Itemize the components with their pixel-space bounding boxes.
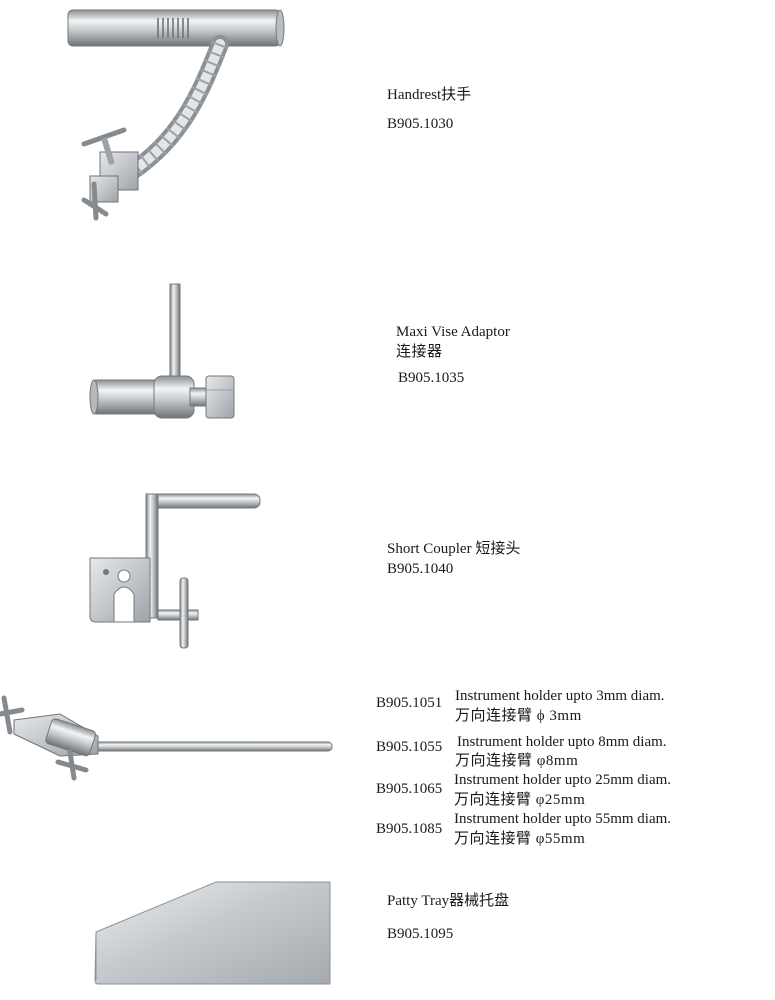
holder-desc-cn: 万向连接臂 φ8mm — [455, 753, 579, 769]
short-coupler-image — [89, 493, 261, 649]
handrest-code: B905.1030 — [387, 116, 454, 132]
holder-desc: Instrument holder upto 25mm diam. — [454, 772, 672, 788]
handrest-name: Handrest扶手 — [387, 87, 472, 103]
holder-code: B905.1055 — [376, 739, 443, 755]
holder-code: B905.1065 — [376, 781, 443, 797]
holder-desc-cn: 万向连接臂 φ25mm — [454, 792, 586, 808]
maxi-vise-adaptor-name-cn: 连接器 — [396, 344, 443, 360]
short-coupler-name: Short Coupler 短接头 — [387, 541, 521, 557]
maxi-vise-adaptor-image — [89, 283, 235, 419]
short-coupler-code: B905.1040 — [387, 561, 454, 577]
holder-desc: Instrument holder upto 3mm diam. — [455, 688, 665, 704]
patty-tray-name: Patty Tray器械托盘 — [387, 893, 510, 909]
maxi-vise-adaptor-name: Maxi Vise Adaptor — [396, 324, 510, 340]
holder-desc-cn: 万向连接臂 ϕ 3mm — [455, 708, 582, 724]
holder-desc: Instrument holder upto 8mm diam. — [457, 734, 667, 750]
handrest-image — [67, 9, 285, 221]
holder-desc: Instrument holder upto 55mm diam. — [454, 811, 672, 827]
holder-code: B905.1085 — [376, 821, 443, 837]
instrument-holder-image — [0, 695, 333, 781]
holder-code: B905.1051 — [376, 695, 443, 711]
patty-tray-image — [94, 881, 331, 985]
patty-tray-code: B905.1095 — [387, 926, 454, 942]
maxi-vise-adaptor-code: B905.1035 — [398, 370, 465, 386]
holder-desc-cn: 万向连接臂 φ55mm — [454, 831, 586, 847]
